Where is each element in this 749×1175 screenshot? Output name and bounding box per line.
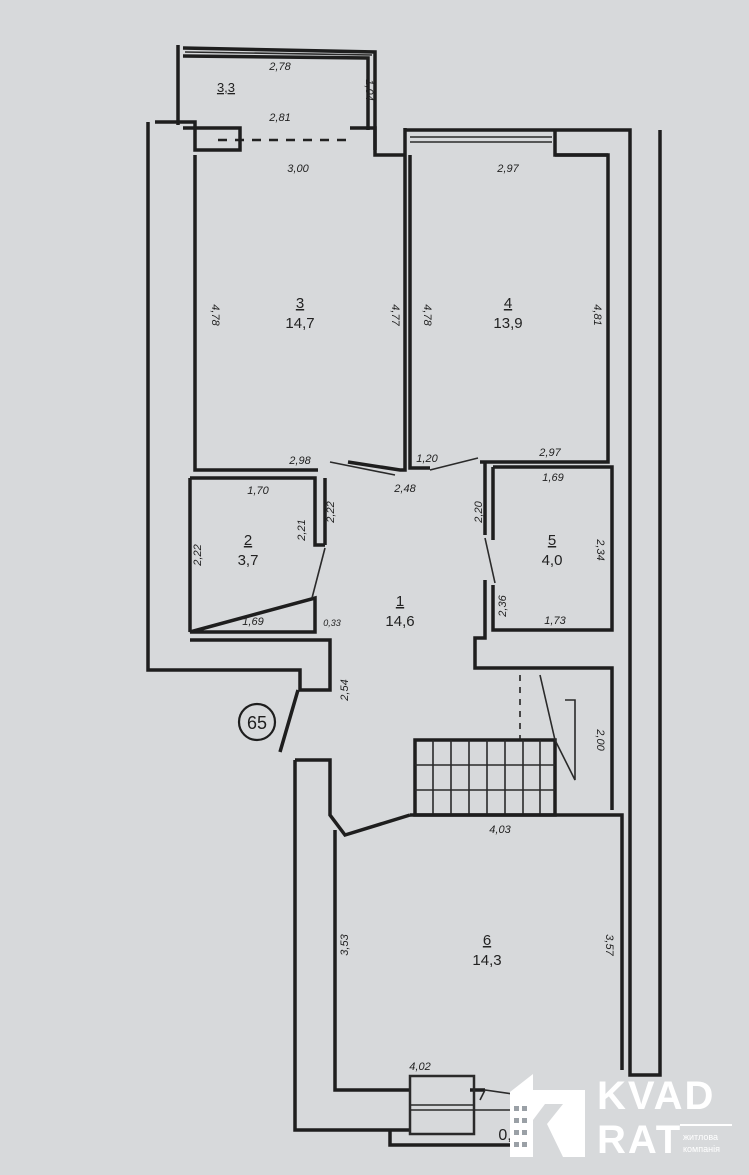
apartment-number-circle [237, 702, 277, 742]
room-4-number: 4 [504, 295, 512, 312]
dim-room6-right: 3,57 [603, 934, 615, 956]
window-bottom [408, 1074, 521, 1136]
room-6-area: 14,3 [472, 952, 501, 969]
room-3-walls [193, 155, 407, 472]
bottom-outer-walls [293, 760, 510, 1147]
dim-stairs-side: 2,00 [594, 728, 606, 751]
room-1-area: 14,6 [385, 613, 414, 630]
dim-room4-left: 4,78 [421, 304, 433, 326]
dim-corridor-small: 0,33 [323, 618, 341, 628]
room-5-walls [491, 465, 614, 632]
dim-room6-bottom: 4,02 [409, 1061, 430, 1073]
room-2-door [311, 547, 326, 599]
dim-balcony-side: 1,04 [363, 79, 375, 100]
logo-line2: RAT [597, 1118, 683, 1162]
dim-room2-top: 1,70 [247, 485, 269, 497]
dim-corridor-entry: 2,54 [339, 679, 351, 701]
room-4-area: 13,9 [493, 315, 522, 332]
logo-tag2: компанія [683, 1144, 720, 1154]
dim-room6-left: 3,53 [339, 933, 351, 955]
outer-walls [146, 120, 662, 1077]
dim-room3-bottom: 2,98 [288, 455, 311, 467]
logo-rule [680, 1124, 732, 1126]
corridor-doors [329, 457, 479, 476]
room-5-number: 5 [548, 532, 556, 549]
room-5-area: 4,0 [542, 552, 563, 569]
apartment-number: 65 [247, 713, 267, 733]
kvadrat-logo: KVAD RAT житлова компанія [505, 1062, 735, 1162]
room-2-area: 3,7 [238, 552, 259, 569]
dim-room3-top: 3,00 [287, 163, 309, 175]
dim-room2-bottom: 1,69 [242, 616, 263, 628]
room-1-number: 1 [396, 593, 404, 610]
balcony-area: 3,3 [217, 80, 235, 95]
dim-corridor-top: 2,48 [393, 483, 416, 495]
dim-bottom-partial: 0, [498, 1127, 511, 1144]
dim-room4-top: 2,97 [496, 163, 519, 175]
room-3-number: 3 [296, 295, 304, 312]
room-2-walls [189, 476, 325, 634]
dim-corridor-right: 2,20 [473, 500, 485, 523]
room-6-walls [333, 813, 624, 1092]
dim-room4-right: 4,81 [591, 304, 603, 325]
dim-room2-left: 2,22 [192, 544, 204, 566]
dim-balcony-top: 2,78 [268, 61, 291, 73]
room-6-number: 6 [483, 932, 491, 949]
dim-room5-top: 1,69 [542, 472, 563, 484]
room-3-area: 14,7 [285, 315, 314, 332]
entrance-walls [278, 689, 411, 838]
dim-room4-bottom: 2,97 [538, 447, 561, 459]
dim-room5-bottom: 1,73 [544, 615, 566, 627]
logo-tag1: житлова [683, 1132, 719, 1142]
room-5-outer [473, 462, 614, 810]
room-4-walls [408, 153, 610, 470]
room-5-door [484, 537, 496, 584]
dim-room5-left: 2,36 [497, 594, 509, 617]
dim-room5-right: 2,34 [594, 538, 606, 560]
dim-balcony-inner: 2,81 [268, 112, 290, 124]
dim-door-gap: 1,20 [416, 453, 438, 465]
dim-room3-right: 4,77 [389, 304, 401, 326]
dim-room6-top: 4,03 [489, 824, 511, 836]
staircase [413, 674, 576, 817]
room-2-number: 2 [244, 532, 252, 549]
dim-room2-right: 2,21 [296, 519, 308, 541]
dim-corridor-left: 2,22 [325, 501, 337, 523]
logo-line1: KVAD [597, 1074, 716, 1118]
dim-room3-left: 4,78 [209, 304, 221, 326]
building-k-icon [510, 1074, 585, 1157]
room-2-outer [188, 478, 332, 660]
dimension-labels: 2,78 2,81 3,00 2,97 2,98 1,20 2,97 2,48 … [192, 61, 615, 1144]
